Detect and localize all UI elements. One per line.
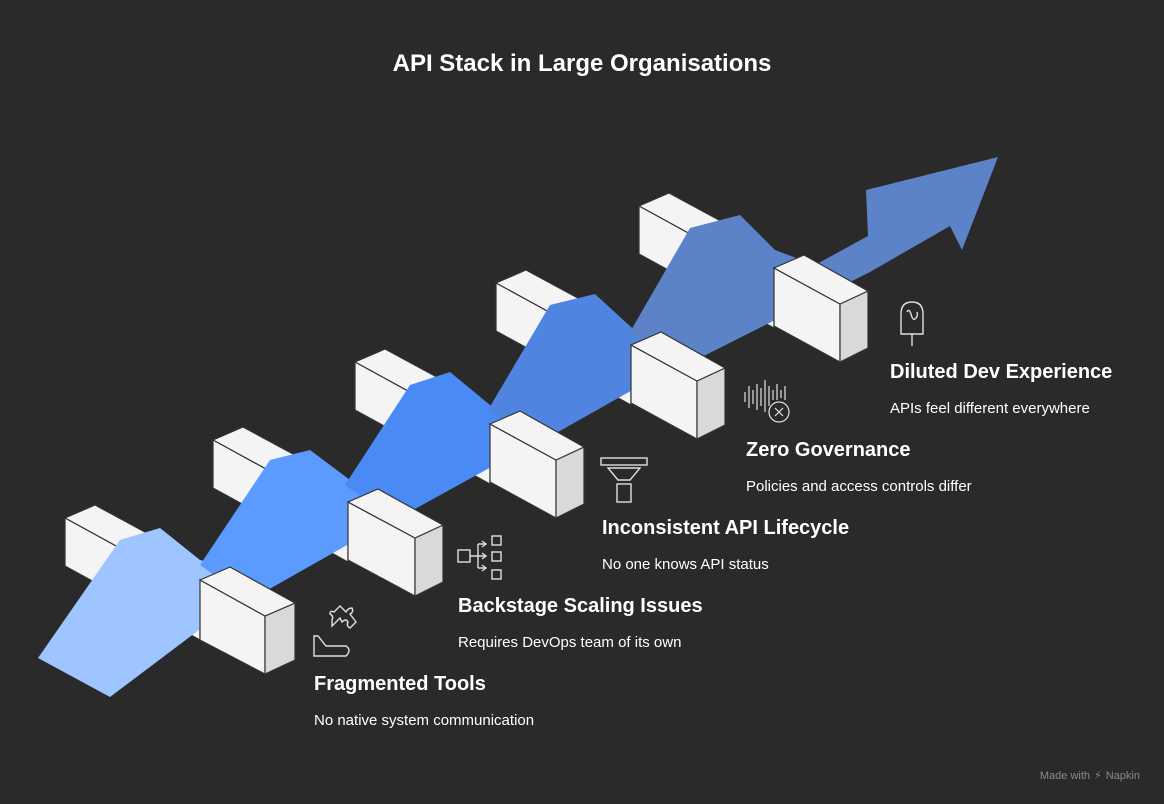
- gate-front-1: [198, 566, 297, 675]
- step-label-4: Zero Governance Policies and access cont…: [746, 439, 972, 495]
- funnel-icon: [600, 457, 648, 503]
- ribbon-segment-1: [38, 528, 252, 697]
- step-label-1: Fragmented Tools No native system commun…: [314, 673, 534, 729]
- brand-name: Napkin: [1105, 769, 1140, 782]
- step-description: Requires DevOps team of its own: [458, 634, 682, 651]
- step-heading: Fragmented Tools: [314, 673, 486, 695]
- gate-front-5: [772, 254, 870, 364]
- napkin-logo-icon: ⚡: [1094, 770, 1102, 782]
- made-with-badge[interactable]: Made with ⚡ Napkin: [1039, 769, 1140, 783]
- ribbon-arrow-head: [630, 157, 998, 368]
- split-flow-icon: [457, 535, 502, 580]
- gate-front-3: [488, 410, 586, 520]
- step-heading: Diluted Dev Experience: [890, 361, 1113, 383]
- made-with-text: Made with: [1039, 769, 1091, 782]
- step-description: No one knows API status: [602, 556, 769, 573]
- step-description: No native system communication: [314, 712, 535, 729]
- soundwave-cross-icon: [744, 380, 790, 423]
- gate-front-4: [629, 331, 727, 441]
- step-heading: Backstage Scaling Issues: [458, 595, 703, 617]
- popsicle-icon: [900, 301, 924, 346]
- step-heading: Inconsistent API Lifecycle: [602, 517, 850, 539]
- puzzle-hand-icon: [313, 605, 357, 657]
- step-label-5: Diluted Dev Experience APIs feel differe…: [890, 361, 1112, 417]
- step-description: APIs feel different everywhere: [890, 400, 1090, 417]
- step-heading: Zero Governance: [746, 439, 911, 461]
- gate-front-2: [346, 488, 445, 598]
- step-description: Policies and access controls differ: [746, 478, 972, 495]
- page-title: API Stack in Large Organisations: [392, 50, 772, 77]
- step-label-2: Backstage Scaling Issues Requires DevOps…: [458, 595, 703, 651]
- step-label-3: Inconsistent API Lifecycle No one knows …: [602, 517, 849, 573]
